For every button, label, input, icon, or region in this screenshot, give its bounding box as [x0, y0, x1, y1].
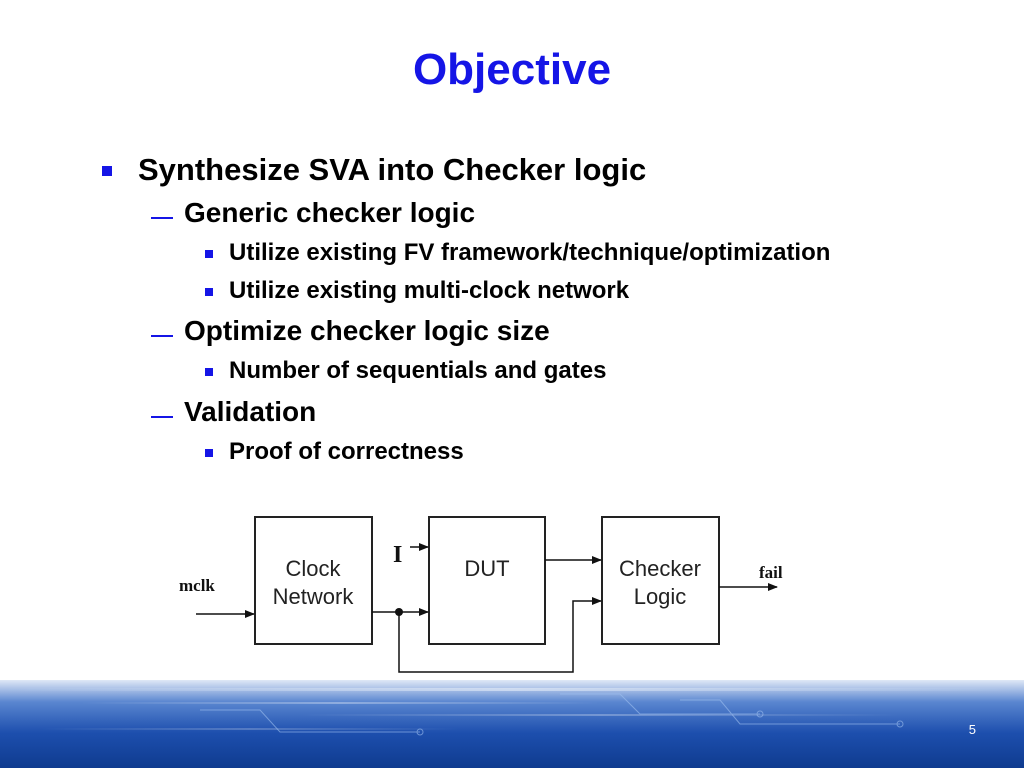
page-number: 5: [968, 722, 976, 737]
bullet-list: Synthesize SVA into Checker logic Generi…: [102, 152, 831, 465]
input-i-label: I: [393, 542, 402, 568]
checker-logic-label-line1: Checker: [619, 556, 701, 581]
square-bullet-icon: [205, 250, 213, 258]
dash-bullet-icon: [151, 335, 173, 337]
checker-logic-block: [601, 516, 720, 645]
square-bullet-icon: [205, 288, 213, 296]
bullet-text: Optimize checker logic size: [184, 315, 550, 346]
bullet-text: Synthesize SVA into Checker logic: [138, 152, 647, 187]
dut-block: [428, 516, 546, 645]
slide-title: Objective: [412, 45, 612, 94]
dash-bullet-icon: [151, 416, 173, 418]
square-bullet-icon: [102, 166, 112, 176]
dut-label: DUT: [464, 556, 509, 581]
clock-network-label-line2: Network: [273, 584, 355, 609]
square-bullet-icon: [205, 368, 213, 376]
bullet-text: Utilize existing FV framework/technique/…: [229, 239, 831, 266]
bullet-text: Generic checker logic: [184, 197, 476, 228]
square-bullet-icon: [205, 449, 213, 457]
bullet-text: Utilize existing multi-clock network: [229, 277, 630, 304]
clock-to-checker-arrow: [398, 597, 602, 673]
dash-bullet-icon: [151, 217, 173, 219]
mclk-label: mclk: [179, 576, 215, 595]
fail-label: fail: [759, 563, 783, 582]
bullet-text: Proof of correctness: [229, 438, 464, 465]
footer-band: [0, 680, 1024, 768]
clock-network-label-line1: Clock: [285, 556, 341, 581]
clock-network-block: [254, 516, 373, 645]
checker-logic-label-line2: Logic: [634, 584, 687, 609]
bullet-text: Number of sequentials and gates: [229, 357, 607, 384]
bullet-text: Validation: [184, 396, 317, 427]
